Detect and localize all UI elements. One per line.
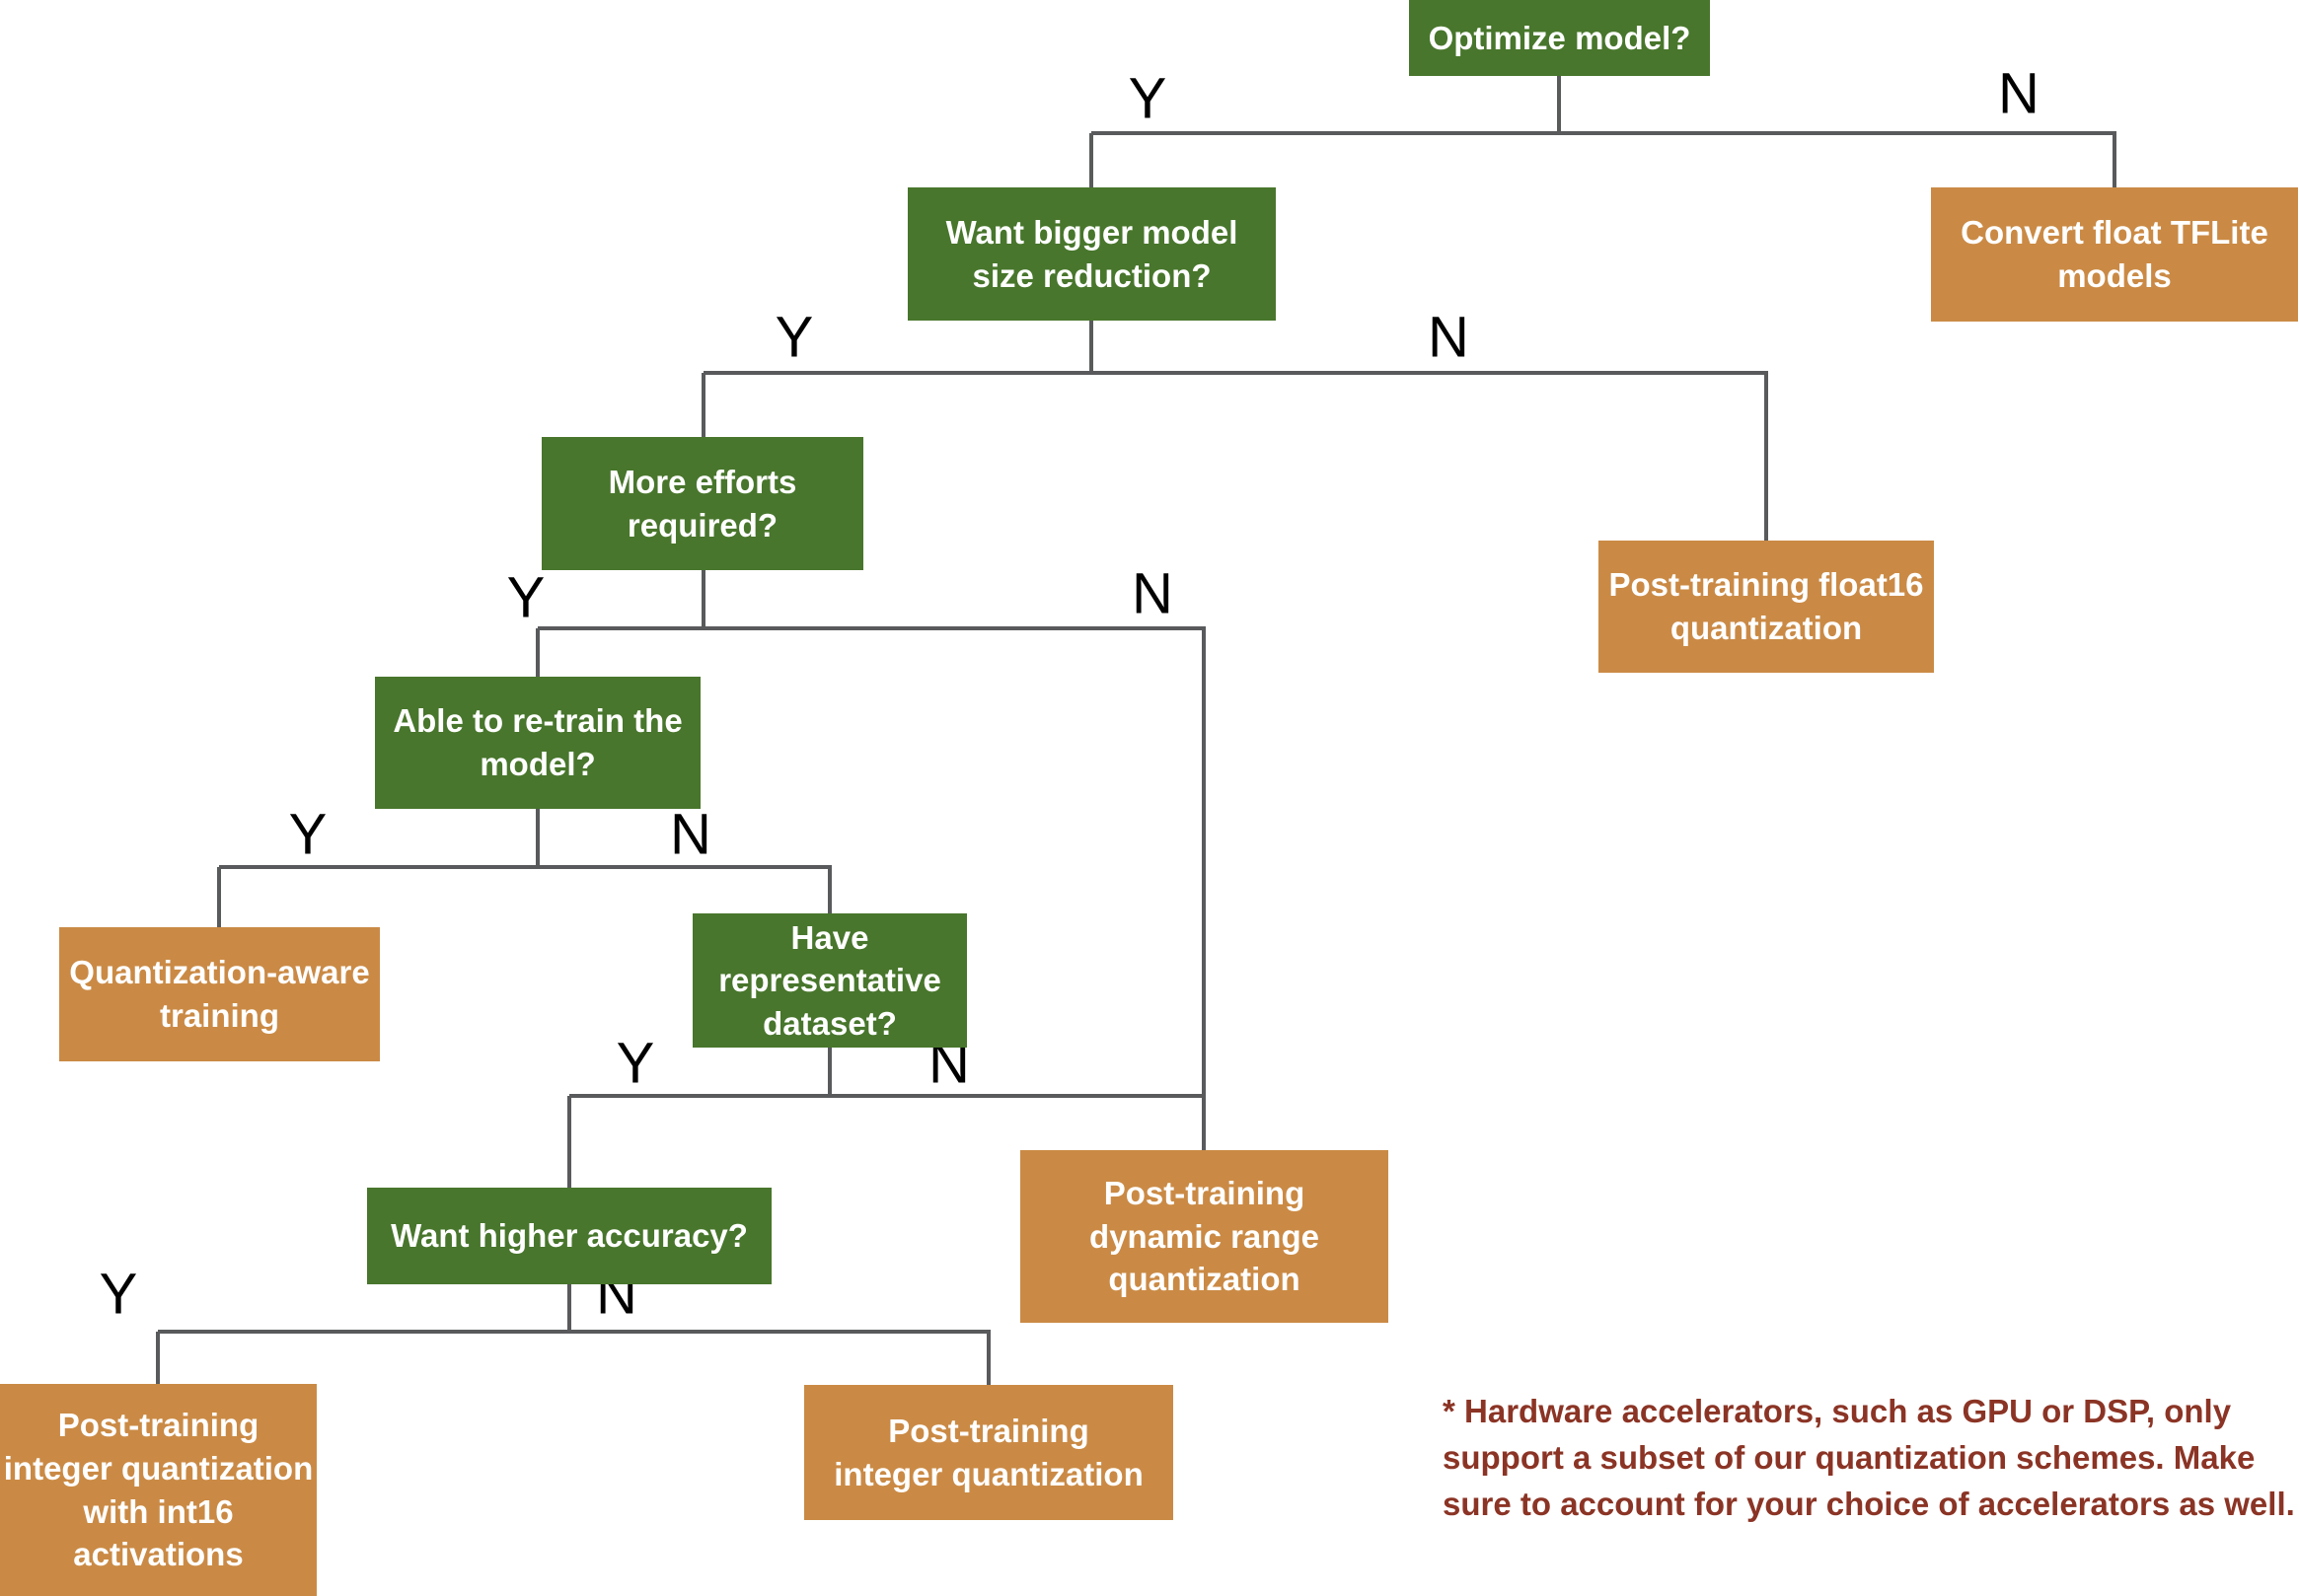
branch-label-yes-1: Y — [1128, 66, 1167, 131]
connector-able-retrain-drop — [536, 809, 540, 867]
connector-level6-yes-drop — [156, 1332, 160, 1384]
hardware-accelerators-footnote: * Hardware accelerators, such as GPU or … — [1443, 1393, 2295, 1522]
branch-label-no-2: N — [1428, 305, 1469, 370]
decision-have-representative-dataset: Have representative dataset? — [693, 913, 967, 1048]
connector-level5-yes-drop — [567, 1096, 571, 1188]
outcome-convert-float-tflite-models: Convert float TFLite models — [1931, 187, 2298, 322]
connector-level6-branch — [158, 1330, 991, 1334]
branch-label-yes-4: Y — [288, 802, 328, 867]
connector-level2-yes-drop — [702, 373, 705, 437]
branch-label-no-1: N — [1998, 61, 2039, 126]
connector-optimize-drop — [1557, 76, 1561, 133]
decision-want-bigger-size-reduction: Want bigger model size reduction? — [908, 187, 1276, 321]
connector-level2-branch — [704, 371, 1768, 375]
connector-level1-no-drop — [2113, 133, 2116, 187]
connector-level4-yes-drop — [217, 867, 221, 927]
connector-want-higher-drop — [567, 1284, 571, 1332]
connector-level3-yes-drop — [536, 628, 540, 677]
connector-want-bigger-drop — [1089, 321, 1093, 373]
outcome-post-training-dynamic-range-quantization: Post-training dynamic range quantization — [1020, 1150, 1388, 1323]
connector-level4-no-drop — [828, 867, 832, 913]
connector-level1-branch — [1091, 131, 2116, 135]
branch-label-yes-2: Y — [775, 305, 814, 370]
connector-level5-branch — [569, 1094, 1206, 1098]
connector-level6-no-drop — [987, 1332, 991, 1385]
decision-optimize-model: Optimize model? — [1409, 0, 1710, 76]
outcome-quantization-aware-training: Quantization-aware training — [59, 927, 380, 1061]
connector-level4-branch — [219, 865, 832, 869]
branch-label-no-4: N — [670, 802, 711, 867]
outcome-post-training-integer-quantization: Post-training integer quantization — [804, 1385, 1173, 1520]
decision-more-efforts-required: More efforts required? — [542, 437, 863, 570]
decision-able-to-retrain-model: Able to re-train the model? — [375, 677, 701, 809]
connector-level3-branch — [538, 626, 1206, 630]
connector-level2-no-drop — [1764, 373, 1768, 541]
outcome-post-training-float16-quantization: Post-training float16 quantization — [1598, 541, 1934, 673]
branch-label-yes-5: Y — [616, 1031, 655, 1096]
decision-want-higher-accuracy: Want higher accuracy? — [367, 1188, 772, 1284]
connector-more-efforts-drop — [702, 570, 705, 628]
outcome-post-training-integer-quantization-int16: Post-training integer quantization with … — [0, 1384, 317, 1596]
connector-level1-yes-drop — [1089, 133, 1093, 187]
branch-label-no-3: N — [1132, 561, 1173, 626]
connector-have-dataset-drop — [828, 1048, 832, 1096]
branch-label-yes-6: Y — [99, 1262, 138, 1327]
connector-level3-no-drop — [1202, 628, 1206, 1150]
branch-label-yes-3: Y — [506, 565, 546, 630]
